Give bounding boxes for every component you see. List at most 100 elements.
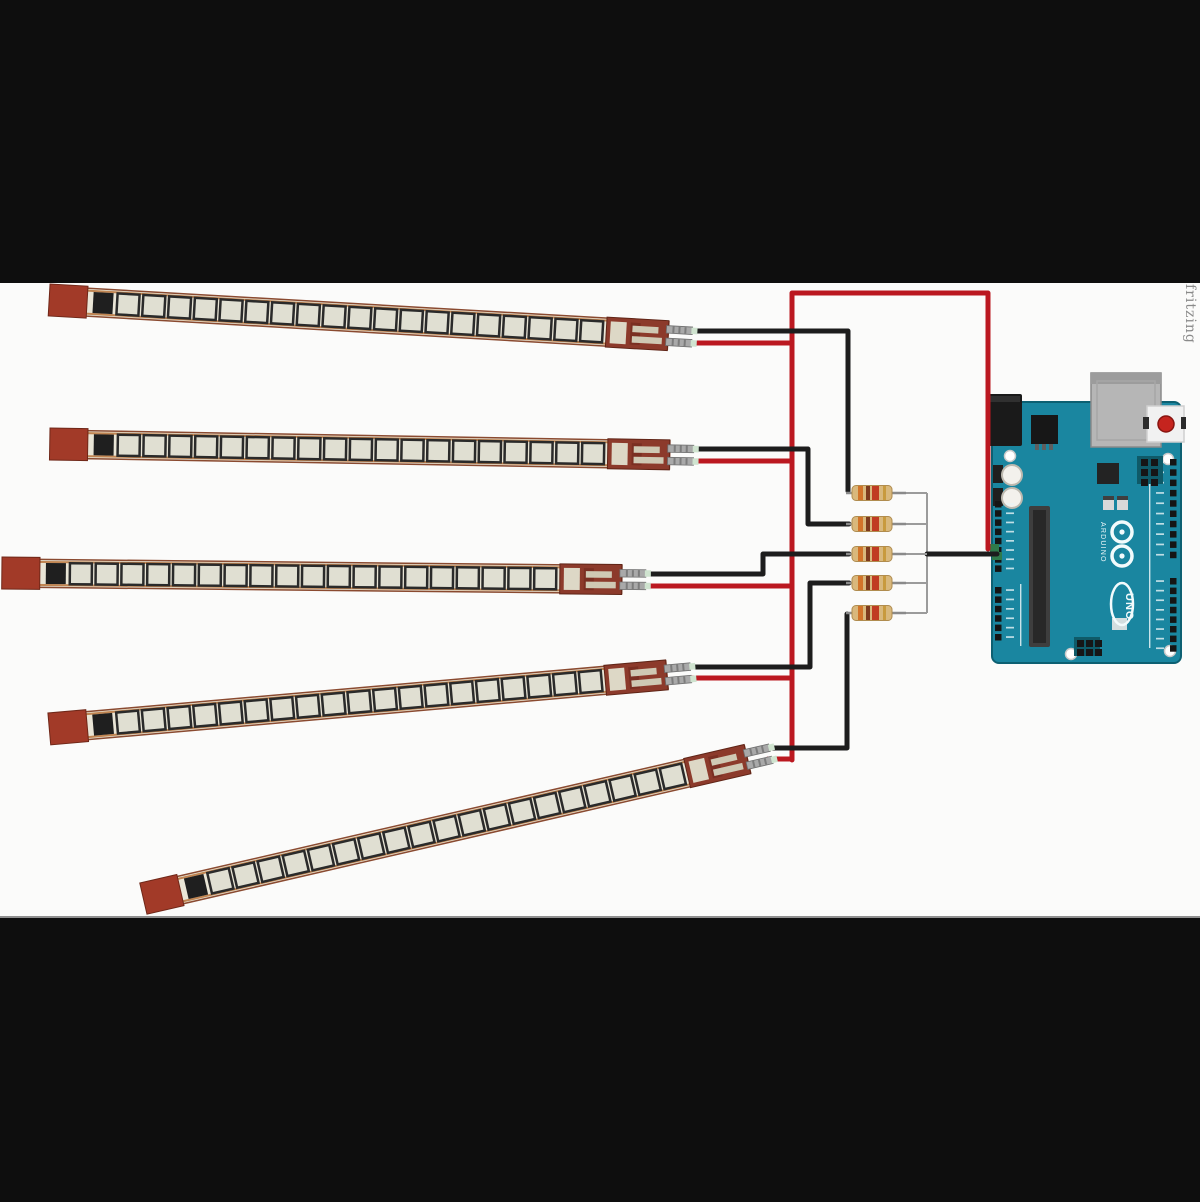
- sensor-segment: [352, 564, 377, 589]
- header-pin: [995, 615, 1002, 622]
- sensor-segment: [381, 826, 411, 855]
- pin-label-silkscreen: [1156, 523, 1164, 525]
- pin-label-silkscreen: [1006, 589, 1014, 591]
- sensor-connector: [559, 563, 651, 595]
- pin-label-silkscreen: [1006, 521, 1014, 524]
- resistor-4: [846, 575, 927, 591]
- sensor-segment: [142, 433, 167, 458]
- pin-label-silkscreen: [1156, 589, 1164, 592]
- flex-sensor-4: [47, 659, 697, 746]
- wire-signal-3: [639, 551, 852, 577]
- resistor-band: [866, 486, 870, 500]
- sensor-pad: [1, 556, 41, 590]
- sensor-segment: [356, 831, 386, 861]
- pin-label-silkscreen: [1006, 503, 1014, 505]
- pin-label-silkscreen: [1156, 628, 1164, 630]
- sensor-segment: [607, 773, 638, 803]
- sensor-segment: [197, 563, 223, 588]
- sensor-connector: [683, 743, 778, 789]
- sensor-segment: [205, 866, 235, 896]
- header-pin: [1170, 541, 1177, 548]
- resistor-5: [846, 605, 927, 621]
- sensor-pin-tip: [644, 570, 651, 577]
- header-pin: [1170, 597, 1177, 604]
- resistor-band: [872, 547, 879, 561]
- sensor-segment: [167, 434, 193, 459]
- digital-header-b: [1156, 578, 1177, 652]
- sensor-segment: [398, 308, 425, 334]
- sensor-pin-tip: [692, 458, 699, 465]
- header-pin: [1170, 489, 1177, 497]
- sensor-pin-tip: [644, 582, 651, 590]
- sensor-segment: [271, 436, 296, 461]
- sensor-segment: [507, 566, 532, 591]
- sensor-segment: [474, 677, 502, 704]
- pin-label-silkscreen: [1156, 492, 1164, 494]
- sensor-pin-tip: [770, 755, 778, 764]
- pin-label-silkscreen: [1156, 580, 1164, 582]
- icsp-header-mcu: [1074, 637, 1102, 656]
- sensor-connector: [606, 438, 699, 471]
- sensor-index-mark: [92, 712, 114, 736]
- header-pin: [1151, 459, 1158, 466]
- resistor-band: [858, 576, 863, 590]
- wire-signal-5: [763, 611, 850, 751]
- silkscreen-line-left: [1020, 584, 1022, 646]
- resistor-band: [866, 547, 870, 561]
- sensor-pin-tip: [692, 445, 699, 453]
- pin-label-silkscreen: [1006, 512, 1014, 515]
- sensor-segment: [320, 691, 347, 717]
- sensor-segment: [532, 791, 562, 820]
- sensor-segment: [633, 767, 663, 797]
- pin-label-silkscreen: [1006, 608, 1014, 610]
- uno-label: UNO: [1123, 593, 1135, 620]
- sensor-segment: [331, 837, 361, 867]
- wire-signal-2: [687, 446, 852, 527]
- sensor-segment: [481, 566, 506, 591]
- sensor-segment: [557, 785, 587, 814]
- sensor-segment: [658, 762, 688, 791]
- pin-label-silkscreen: [1006, 540, 1014, 542]
- pin-label-silkscreen: [1156, 609, 1164, 611]
- wires: [639, 290, 1000, 763]
- pin-label-silkscreen: [1006, 558, 1014, 561]
- header-pin: [995, 510, 1002, 517]
- header-pin: [1095, 649, 1102, 656]
- sensor-segment: [306, 843, 336, 872]
- resistor-band: [872, 576, 879, 590]
- resistor-1: [846, 485, 927, 501]
- sensor-connector: [604, 316, 698, 352]
- header-pin: [1077, 649, 1084, 656]
- sensor-segment: [554, 441, 580, 465]
- resistor-band: [866, 606, 870, 620]
- sensor-segment: [374, 437, 400, 462]
- header-pin: [1151, 469, 1158, 476]
- sensor-segment: [245, 435, 271, 460]
- pin-label-silkscreen: [1006, 636, 1014, 638]
- sensor-segment: [529, 440, 554, 465]
- header-pin: [1170, 510, 1177, 517]
- resistor-band: [883, 547, 886, 561]
- pin-label-silkscreen: [1156, 512, 1164, 515]
- logo-ring: [1110, 520, 1134, 544]
- pin-label-silkscreen: [1006, 617, 1014, 620]
- usb-interface-chip: [1097, 463, 1119, 484]
- header-pin: [995, 528, 1002, 536]
- resistor-band: [866, 517, 870, 531]
- sensor-segment: [503, 440, 529, 465]
- header-pin: [1086, 649, 1093, 656]
- header-pin: [1086, 640, 1093, 647]
- sensor-segment: [140, 293, 167, 319]
- sensor-segment: [425, 438, 451, 463]
- sensor-segment: [424, 309, 450, 335]
- pin-label-silkscreen: [1006, 598, 1014, 601]
- header-pin: [1170, 645, 1177, 652]
- pin-label-silkscreen: [1156, 553, 1164, 556]
- sensor-segment: [346, 305, 373, 331]
- resistor-band: [872, 486, 879, 500]
- flex-sensor-1: [47, 283, 698, 352]
- sensor-segment: [348, 437, 374, 462]
- header-pin: [1170, 587, 1177, 595]
- reset-button: [1143, 405, 1186, 443]
